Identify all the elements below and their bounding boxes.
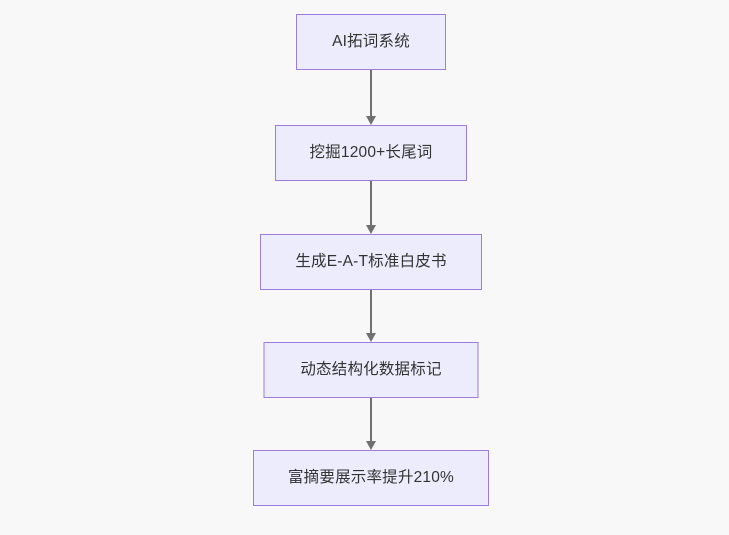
flow-edge-n1-to-n2 <box>364 70 378 125</box>
flow-node-n5[interactable]: 富摘要展示率提升210% <box>253 450 489 506</box>
flow-node-label: AI拓词系统 <box>332 32 410 50</box>
flow-node-label: 动态结构化数据标记 <box>300 360 442 378</box>
edge-line-icon <box>370 290 372 334</box>
flow-node-label: 生成E-A-T标准白皮书 <box>295 252 447 270</box>
flow-edge-n3-to-n4 <box>364 290 378 342</box>
flow-node-n4[interactable]: 动态结构化数据标记 <box>263 342 479 398</box>
flow-node-label: 富摘要展示率提升210% <box>287 468 455 486</box>
arrowhead-icon <box>366 441 376 450</box>
flow-node-n2[interactable]: 挖掘1200+长尾词 <box>275 125 467 181</box>
arrowhead-icon <box>366 116 376 125</box>
arrowhead-icon <box>366 333 376 342</box>
edge-line-icon <box>370 70 372 117</box>
flow-edge-n2-to-n3 <box>364 181 378 234</box>
flow-node-label: 挖掘1200+长尾词 <box>309 143 433 161</box>
flow-edge-n4-to-n5 <box>364 398 378 450</box>
flow-node-n1[interactable]: AI拓词系统 <box>296 14 446 70</box>
arrowhead-icon <box>366 225 376 234</box>
edge-line-icon <box>370 398 372 442</box>
edge-line-icon <box>370 181 372 226</box>
flow-node-n3[interactable]: 生成E-A-T标准白皮书 <box>260 234 482 290</box>
